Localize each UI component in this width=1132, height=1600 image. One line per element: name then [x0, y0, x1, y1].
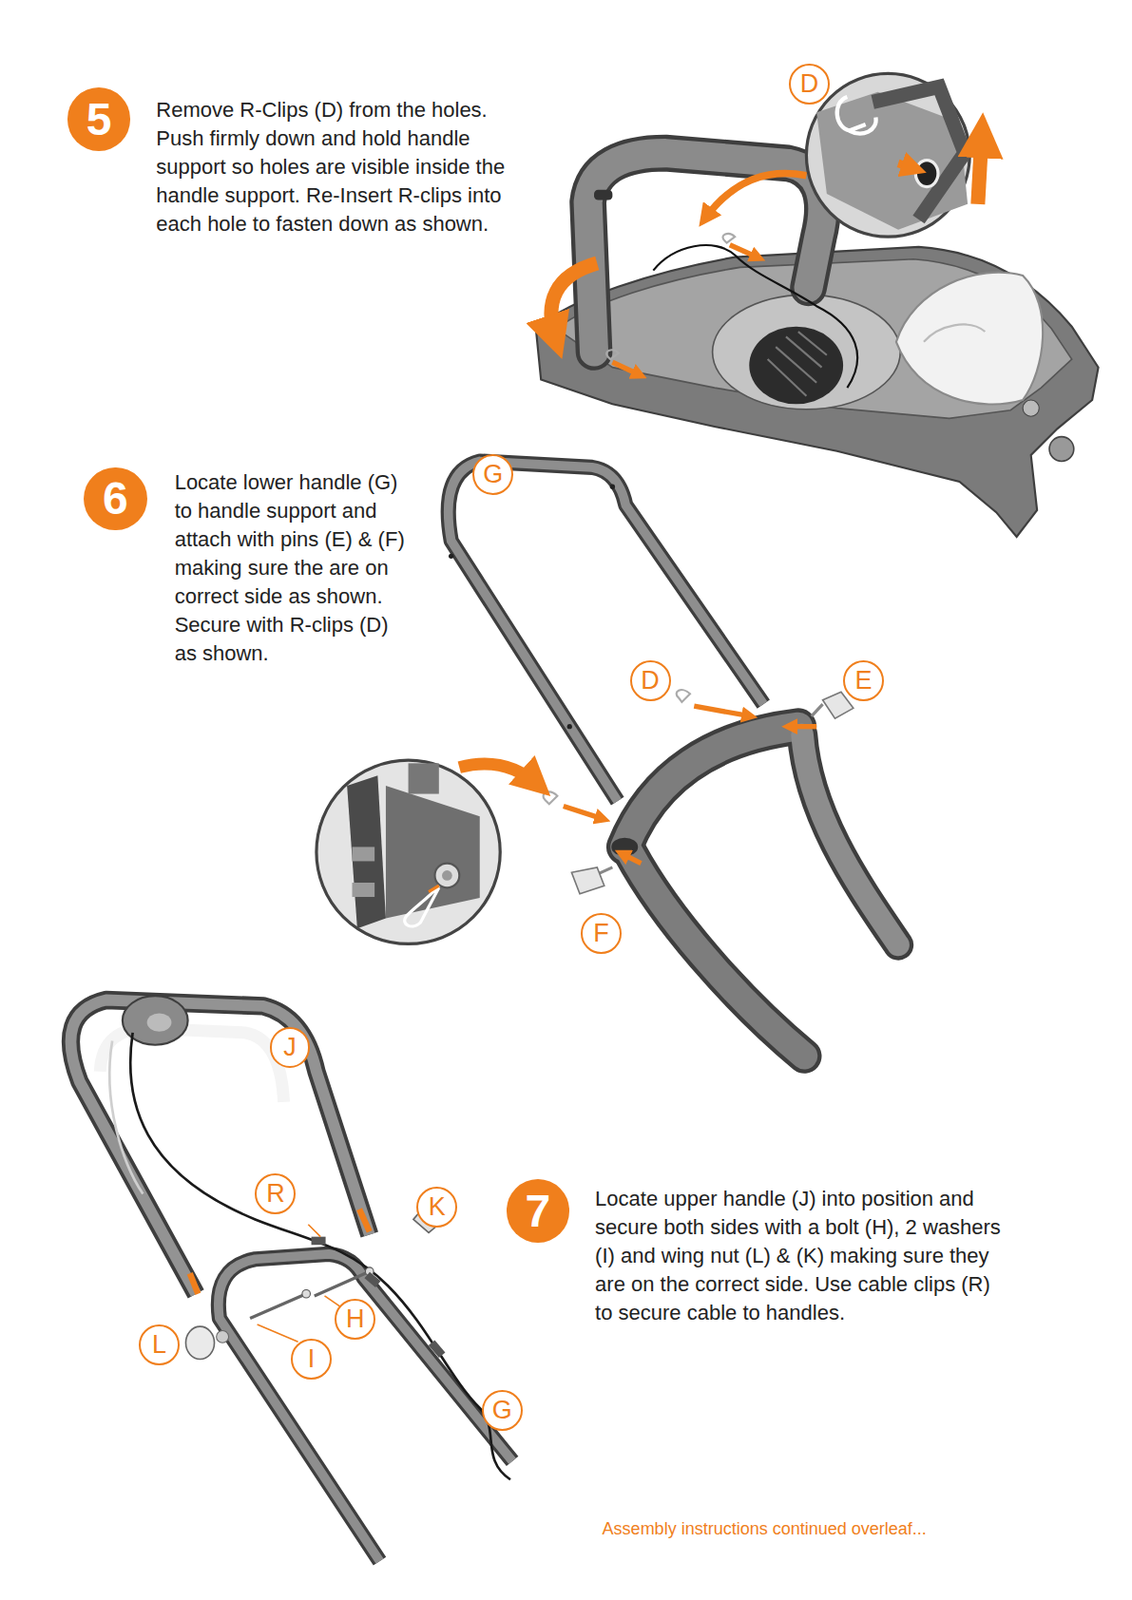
callout-letter-circle: D [788, 63, 830, 105]
step-number-circle: 7 [506, 1179, 571, 1244]
step-number: 6 [102, 476, 129, 522]
callout-letter: E [855, 668, 873, 694]
callout-letter: D [800, 71, 820, 97]
callout-letter-circle: H [334, 1299, 376, 1341]
pins-and-clips-6 [459, 690, 854, 895]
callout-letter: G [492, 1398, 513, 1424]
zoom-detail-5 [805, 73, 982, 237]
callout-letter-circle: L [138, 1324, 180, 1366]
callout-letter-circle: G [472, 454, 514, 496]
fixings-7 [185, 1199, 445, 1361]
callout-letter: J [283, 1035, 297, 1061]
callout-letter: I [307, 1346, 316, 1373]
callout-letter-circle: F [580, 913, 622, 955]
callout-letter-circle: I [290, 1339, 332, 1381]
instruction-text: Remove R-Clips (D) from the holes. Push … [155, 95, 532, 239]
callout-letter: R [266, 1181, 286, 1208]
footer-note: Assembly instructions continued overleaf… [602, 1518, 927, 1540]
step-number: 7 [525, 1189, 552, 1235]
callout-letter-circle: D [630, 660, 672, 702]
callout-letter: G [482, 461, 503, 488]
callout-letter-circle: K [416, 1187, 458, 1228]
instruction-text: Locate lower handle (G) to handle suppor… [174, 468, 415, 669]
instruction-text: Locate upper handle (J) into position an… [594, 1185, 1014, 1328]
callout-letter: F [593, 920, 610, 947]
callout-letter: K [428, 1194, 446, 1221]
upper-handle [70, 996, 511, 1480]
callout-letter-circle: J [269, 1027, 311, 1069]
step5-arrows [551, 172, 806, 376]
callout-letter-circle: G [481, 1390, 523, 1432]
lower-handle-7 [218, 1254, 513, 1562]
callout-letter: H [345, 1306, 365, 1333]
zoom-detail-6 [316, 760, 500, 944]
handle-support-6 [611, 727, 899, 1057]
step-number: 5 [86, 96, 113, 143]
callout-letter: D [640, 668, 660, 694]
step-number-circle: 5 [67, 87, 132, 152]
callout-letter: L [152, 1332, 167, 1359]
callout-letter-circle: E [843, 660, 884, 702]
step-number-circle: 6 [83, 467, 148, 532]
callout-letter-circle: R [254, 1173, 296, 1215]
